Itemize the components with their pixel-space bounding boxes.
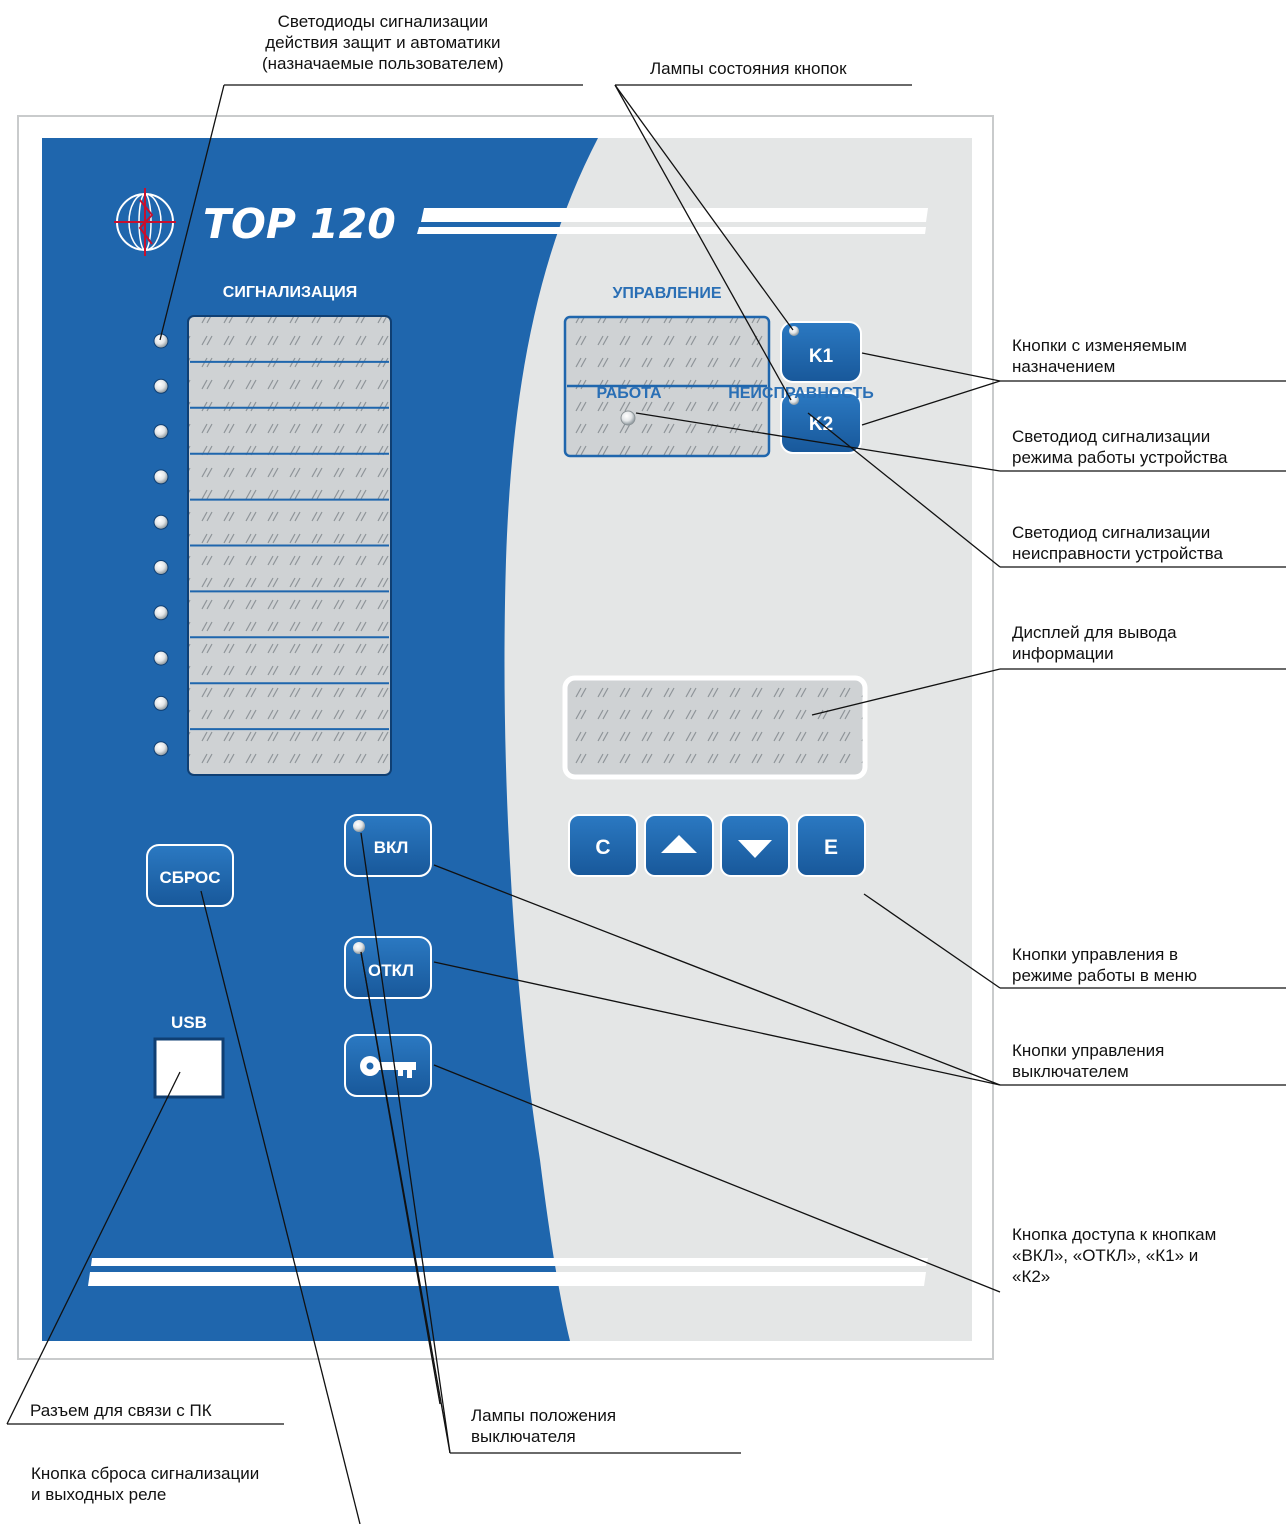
signal-led-4 [153, 469, 169, 485]
brand-logo [114, 188, 176, 256]
callout-menu-buttons: Кнопки управления в режиме работы в меню [1012, 945, 1197, 985]
signal-led-10 [153, 741, 169, 757]
menu-e-button[interactable]: E [796, 814, 866, 877]
header-stripes [417, 208, 928, 234]
callout-signal-leds: Светодиоды сигнализации действия защит и… [262, 12, 504, 73]
signal-led-2 [153, 378, 169, 394]
signal-led-5 [153, 514, 169, 530]
menu-c-button[interactable]: C [568, 814, 638, 877]
menu-e-label: E [824, 836, 838, 859]
signal-led-3 [153, 424, 169, 440]
callout-fault-led: Светодиод сигнализации неисправности уст… [1012, 523, 1223, 563]
menu-c-label: C [595, 836, 610, 859]
arrow-down-icon [738, 840, 772, 858]
on-button-label: ВКЛ [374, 838, 409, 857]
callout-mode-led: Светодиод сигнализации режима работы уст… [1012, 427, 1228, 467]
usb-connector [153, 1037, 225, 1099]
key-icon [360, 1056, 416, 1078]
callout-reset-button: Кнопка сброса сигнализации и выходных ре… [31, 1464, 260, 1504]
signal-led-8 [153, 650, 169, 666]
menu-up-button[interactable] [644, 814, 714, 877]
signal-led-9 [153, 695, 169, 711]
on-button[interactable]: ВКЛ [344, 814, 432, 877]
info-display [562, 675, 868, 780]
on-lamp [353, 820, 365, 832]
usb-label: USB [171, 1013, 207, 1032]
menu-down-button[interactable] [720, 814, 790, 877]
signal-led-column [153, 333, 169, 757]
arrow-up-icon [661, 835, 697, 853]
off-lamp [353, 942, 365, 954]
work-led [620, 410, 636, 426]
signal-led-6 [153, 560, 169, 575]
footer-stripes [88, 1258, 928, 1286]
signal-label-dividers [190, 360, 389, 731]
reset-button[interactable]: СБРОС [146, 844, 234, 907]
signal-led-7 [153, 605, 169, 621]
callout-breaker-lamps: Лампы положения выключателя [471, 1406, 617, 1446]
callout-usb-connector: Разъем для связи с ПК [30, 1401, 212, 1420]
fault-led-label: НЕИСПРАВНОСТЬ [728, 385, 874, 402]
callout-breaker-buttons: Кнопки управления выключателем [1012, 1041, 1165, 1081]
signal-section-title: СИГНАЛИЗАЦИЯ [223, 284, 357, 301]
work-led-label: РАБОТА [596, 385, 662, 402]
k2-lamp [789, 395, 799, 405]
callout-button-lamps: Лампы состояния кнопок [650, 59, 847, 78]
off-button[interactable]: ОТКЛ [344, 936, 432, 999]
k1-button[interactable]: K1 [780, 321, 862, 383]
callout-assignable-buttons: Кнопки с изменяемым назначением [1012, 336, 1187, 376]
k1-button-label: K1 [809, 346, 834, 367]
control-section-title: УПРАВЛЕНИЕ [612, 285, 721, 302]
device-model-title: TOP 120 [203, 200, 396, 248]
callout-display: Дисплей для вывода информации [1012, 623, 1177, 663]
off-button-label: ОТКЛ [368, 961, 414, 980]
callout-access-button: Кнопка доступа к кнопкам «ВКЛ», «ОТКЛ», … [1012, 1225, 1217, 1286]
reset-button-label: СБРОС [159, 868, 220, 887]
callout-leader-lines [6, 84, 1286, 1524]
access-button[interactable] [344, 1034, 432, 1097]
